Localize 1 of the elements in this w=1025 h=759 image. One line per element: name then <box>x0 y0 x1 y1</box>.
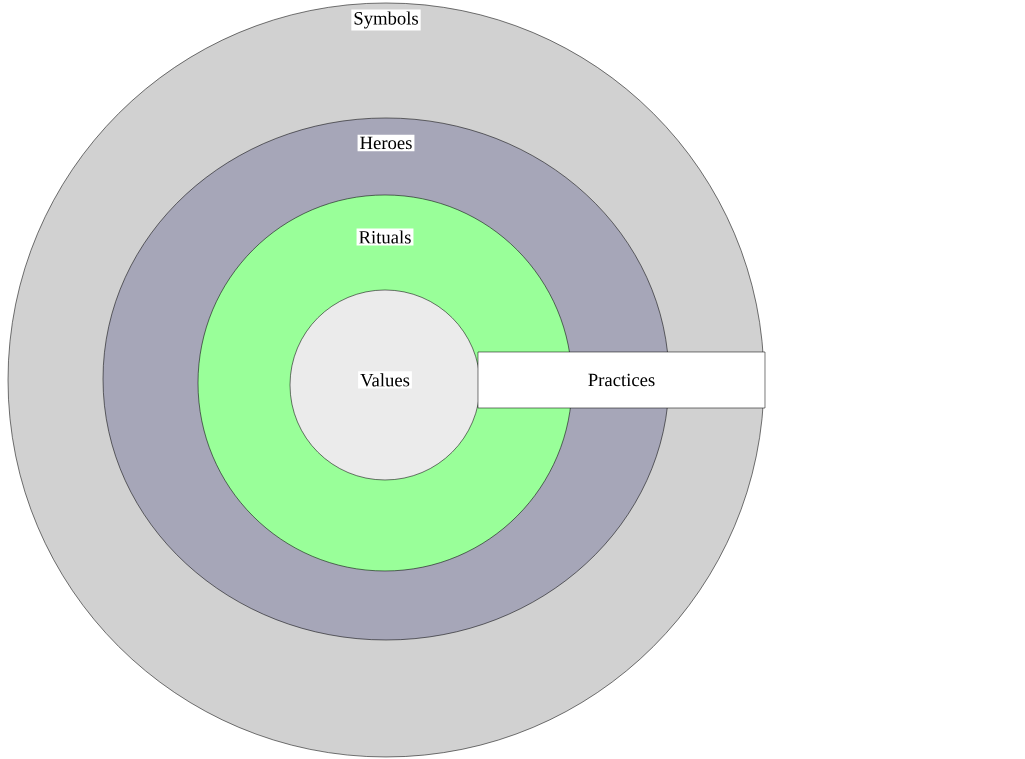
practices-bar: Practices <box>477 351 766 409</box>
